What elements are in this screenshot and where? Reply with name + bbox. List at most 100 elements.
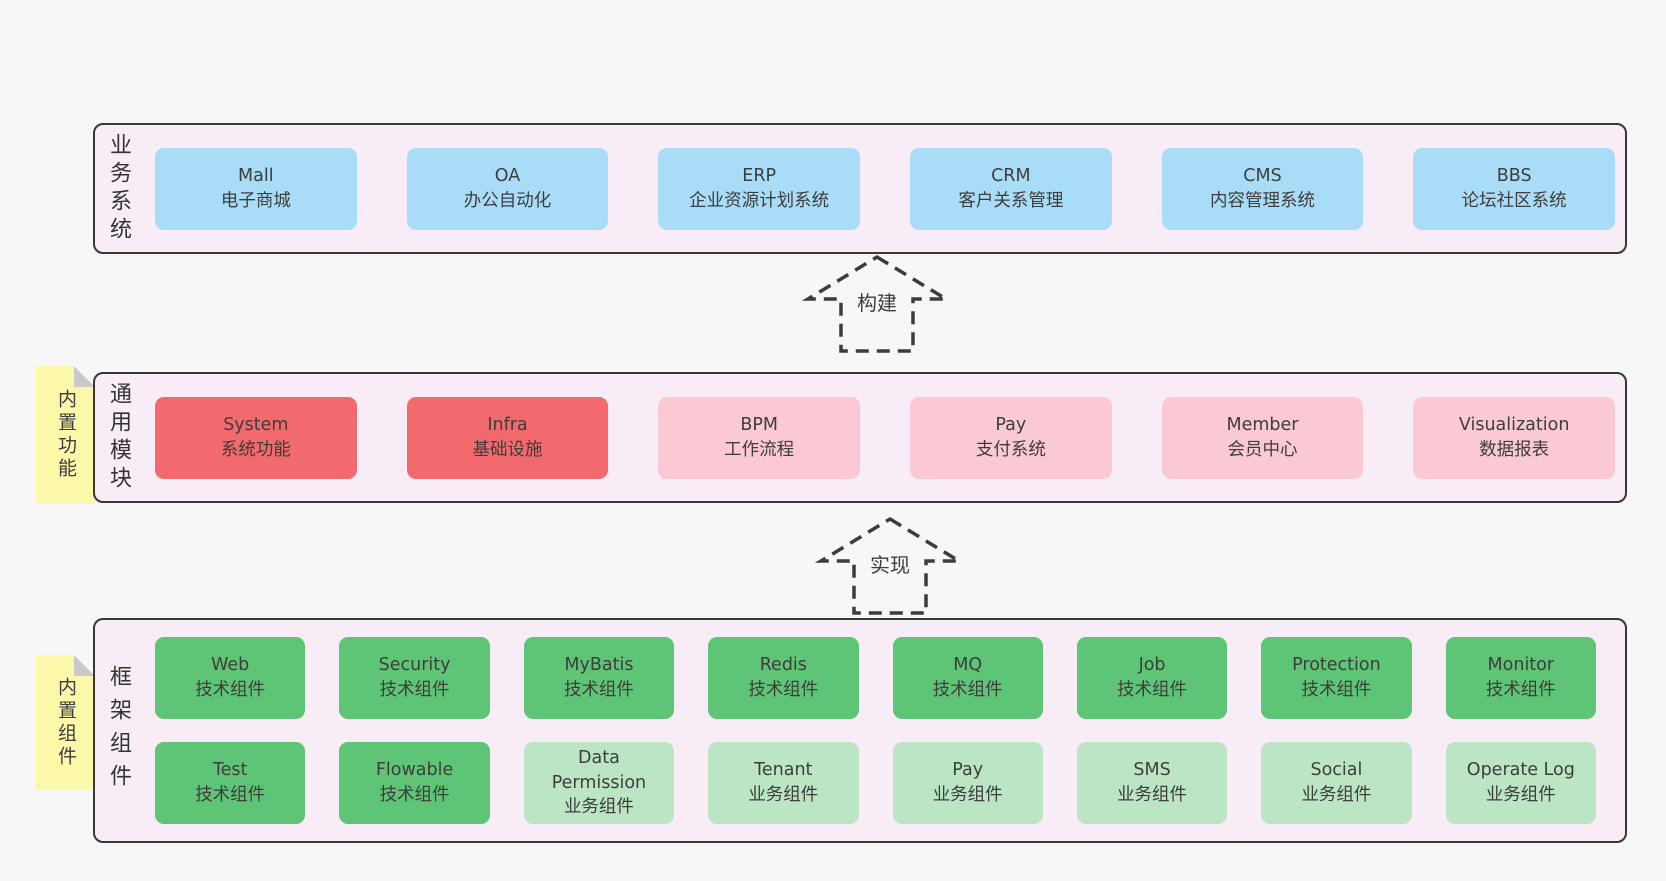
box-title: Web [211,655,250,676]
box-subtitle: 技术组件 [1117,680,1188,700]
box-system: System 系统功能 [155,396,357,479]
box-subtitle: 数据报表 [1479,439,1550,460]
box-subtitle: 业务组件 [932,785,1003,805]
box-cms: CMS 内容管理系统 [1161,147,1364,230]
box-subtitle: 客户关系管理 [958,190,1064,211]
box-subtitle: 论坛社区系统 [1461,190,1567,211]
box-title: Job [1138,655,1166,676]
build-arrow: 构建 [801,254,953,353]
box-title: CRM [991,165,1031,186]
builtin-features-tab-label: 内置功能 [55,389,77,481]
box-subtitle: 业务组件 [1485,785,1556,805]
box-title: Infra [487,414,528,435]
box-subtitle: 业务组件 [563,797,634,818]
box-protection: Protection 技术组件 [1261,637,1412,719]
box-title: SMS [1133,760,1171,781]
box-title: Flowable [375,760,454,781]
box-title: Security [378,655,451,676]
box-subtitle: 技术组件 [1301,680,1372,700]
framework-components-panel: 框架组件 Web 技术组件 Security 技术组件 MyBatis 技术组件… [93,618,1627,843]
box-mall: Mall 电子商城 [155,147,357,230]
box-operate-log: Operate Log 业务组件 [1445,742,1596,824]
framework-row-2: Test 技术组件 Flowable 技术组件 Data Permission … [155,742,1596,824]
up-arrow-icon [814,516,966,615]
box-title: Tenant [754,760,813,781]
box-subtitle: 技术组件 [1485,680,1556,700]
box-visualization: Visualization 数据报表 [1413,396,1615,479]
arrow-label-backdrop [858,552,922,578]
box-title: Protection [1292,655,1381,676]
framework-components-label: 框架组件 [106,664,131,797]
box-tenant: Tenant 业务组件 [708,742,859,824]
box-mq: MQ 技术组件 [892,637,1043,719]
box-job: Job 技术组件 [1076,637,1228,719]
business-systems-label: 业务系统 [106,132,131,245]
box-title: Operate Log [1466,760,1575,781]
box-subtitle: 技术组件 [195,680,266,700]
box-title: System [223,414,289,435]
box-title: Mall [238,165,274,186]
box-subtitle: 电子商城 [220,190,291,211]
box-subtitle: 业务组件 [1301,785,1372,805]
common-modules-label: 通用模块 [106,381,131,494]
box-oa: OA 办公自动化 [406,147,609,230]
box-monitor: Monitor 技术组件 [1445,637,1596,719]
box-title: ERP [742,165,777,186]
box-bbs: BBS 论坛社区系统 [1413,147,1615,230]
box-title: CMS [1243,165,1282,186]
business-systems-row: Mall 电子商城 OA 办公自动化 ERP 企业资源计划系统 CRM 客户关系… [155,147,1615,230]
box-crm: CRM 客户关系管理 [910,147,1112,230]
box-subtitle: 技术组件 [748,680,819,700]
box-data-permission: Data Permission 业务组件 [523,742,675,824]
box-subtitle: 工作流程 [724,439,795,460]
box-title: BBS [1496,165,1532,186]
box-subtitle: 办公自动化 [463,190,552,211]
box-test: Test 技术组件 [155,742,306,824]
box-subtitle: 技术组件 [563,680,634,700]
box-title: Member [1226,414,1299,435]
implement-arrow: 实现 [814,516,966,615]
box-social: Social 业务组件 [1261,742,1412,824]
box-title: Redis [759,655,807,676]
box-member: Member 会员中心 [1161,396,1364,479]
business-systems-panel: 业务系统 Mall 电子商城 OA 办公自动化 ERP 企业资源计划系统 CRM… [93,123,1627,254]
box-mybatis: MyBatis 技术组件 [523,637,675,719]
box-subtitle: 技术组件 [379,680,450,700]
box-subtitle: 业务组件 [748,785,819,805]
framework-row-1: Web 技术组件 Security 技术组件 MyBatis 技术组件 Redi… [155,637,1596,719]
builtin-components-tab: 内置组件 [36,655,95,790]
box-subtitle: 技术组件 [195,785,266,805]
box-pay-biz: Pay 业务组件 [892,742,1043,824]
common-modules-row: System 系统功能 Infra 基础设施 BPM 工作流程 Pay 支付系统… [155,396,1615,479]
common-modules-panel: 通用模块 System 系统功能 Infra 基础设施 BPM 工作流程 Pay… [93,372,1627,503]
box-subtitle: 支付系统 [975,439,1046,460]
box-title: Test [212,760,248,781]
build-arrow-label: 构建 [857,291,897,315]
box-subtitle: 基础设施 [472,439,543,460]
box-security: Security 技术组件 [339,637,490,719]
box-subtitle: 技术组件 [379,785,450,805]
box-flowable: Flowable 技术组件 [339,742,490,824]
builtin-features-tab: 内置功能 [36,366,95,504]
box-subtitle: 系统功能 [220,439,291,460]
implement-arrow-label: 实现 [870,553,910,577]
box-title: OA [494,165,521,186]
framework-components-rows: Web 技术组件 Security 技术组件 MyBatis 技术组件 Redi… [155,637,1596,824]
box-erp: ERP 企业资源计划系统 [658,147,860,230]
box-subtitle: 会员中心 [1227,439,1298,460]
box-sms: SMS 业务组件 [1076,742,1228,824]
box-redis: Redis 技术组件 [708,637,859,719]
box-title: Pay [995,414,1027,435]
box-title: MQ [953,655,983,676]
up-arrow-icon [801,254,953,353]
box-subtitle: 业务组件 [1117,785,1188,805]
box-subtitle: 内容管理系统 [1209,190,1315,211]
box-web: Web 技术组件 [155,637,306,719]
box-title: MyBatis [564,655,634,676]
box-subtitle: 企业资源计划系统 [689,190,830,211]
box-pay: Pay 支付系统 [910,396,1112,479]
box-infra: Infra 基础设施 [406,396,609,479]
builtin-components-tab-label: 内置组件 [55,676,77,769]
box-subtitle: 技术组件 [932,680,1003,700]
box-title: Monitor [1487,655,1555,676]
